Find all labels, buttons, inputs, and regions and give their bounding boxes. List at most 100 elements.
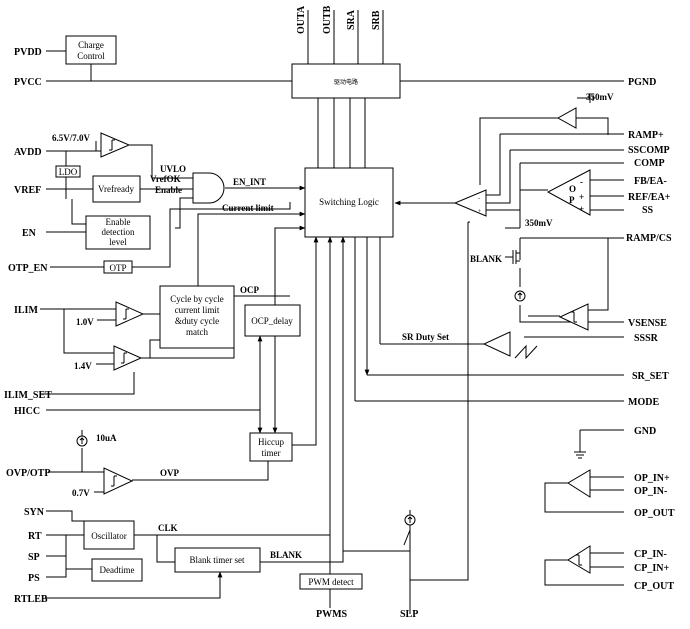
svg-text:VREF: VREF (14, 185, 41, 196)
svg-text:AVDD: AVDD (14, 147, 42, 158)
svg-text:PVCC: PVCC (14, 77, 42, 88)
svg-text:Current limit: Current limit (222, 203, 274, 213)
svg-text:CP_IN+: CP_IN+ (634, 563, 669, 574)
svg-text:GND: GND (634, 426, 656, 437)
svg-text:OTP_EN: OTP_EN (8, 263, 48, 274)
svg-text:level: level (109, 237, 127, 247)
svg-text:BLANK: BLANK (270, 550, 302, 560)
current-source-10ua (76, 430, 88, 447)
driver-block: 驱动电路 (291, 63, 401, 99)
svg-text:SSCOMP: SSCOMP (628, 145, 670, 156)
svg-text:OUTA: OUTA (296, 5, 307, 34)
svg-text:RAMP+: RAMP+ (628, 130, 664, 141)
ovp-comparator (103, 467, 134, 495)
otp-block: OTP (103, 260, 133, 274)
wires (40, 10, 624, 614)
switching-logic-block: Switching Logic (304, 167, 394, 238)
svg-text:OCP: OCP (240, 285, 260, 295)
svg-text:VrefOK: VrefOK (150, 174, 181, 184)
svg-text:OCP_delay: OCP_delay (251, 316, 293, 326)
left-pins: PVDD PVCC AVDD VREF EN OTP_EN ILIM ILIM_… (4, 47, 52, 605)
svg-text:PVDD: PVDD (14, 47, 42, 58)
sr-duty-comparator (482, 331, 538, 360)
svg-text:Charge: Charge (78, 40, 104, 50)
svg-text:Cycle by cycle: Cycle by cycle (170, 294, 223, 304)
svg-text:SR Duty Set: SR Duty Set (402, 332, 449, 342)
svg-text:PWM detect: PWM detect (308, 577, 354, 587)
svg-text:detection: detection (102, 227, 135, 237)
op-amp-aux (567, 469, 591, 498)
top-pins: OUTA OUTB SRA SRB (296, 5, 382, 34)
svg-text:Control: Control (77, 51, 105, 61)
bottom-pins: PWMS SLP (316, 609, 418, 620)
current-source-vsense (514, 290, 526, 302)
svg-text:COMP: COMP (634, 158, 665, 169)
svg-text:CP_OUT: CP_OUT (634, 581, 674, 592)
svg-text:MODE: MODE (628, 397, 659, 408)
ocp-delay-block: OCP_delay (244, 304, 301, 337)
svg-text:OVP: OVP (160, 468, 180, 478)
svg-text:OTP: OTP (109, 263, 126, 273)
svg-text:EN: EN (22, 228, 37, 239)
svg-text:OP_IN-: OP_IN- (634, 486, 667, 497)
svg-text:OP_OUT: OP_OUT (634, 508, 675, 519)
svg-text:10uA: 10uA (96, 433, 117, 443)
svg-text:+: + (579, 204, 584, 214)
svg-text:OVP/OTP: OVP/OTP (6, 468, 50, 479)
svg-text:CP_IN-: CP_IN- (634, 549, 667, 560)
svg-text:-: - (580, 177, 583, 187)
svg-text:UVLO: UVLO (160, 164, 186, 174)
svg-text:VSENSE: VSENSE (628, 318, 667, 329)
svg-text:驱动电路: 驱动电路 (334, 78, 358, 86)
current-source-slp (404, 510, 416, 526)
svg-text:Deadtime: Deadtime (100, 565, 135, 575)
ramp-comparator: - + (453, 189, 487, 217)
svg-text:SP: SP (28, 552, 40, 563)
svg-text:+: + (579, 192, 584, 202)
svg-text:Oscillator: Oscillator (91, 531, 127, 541)
svg-text:SYN: SYN (24, 507, 45, 518)
ilim-comparator-1 (115, 301, 145, 327)
svg-text:RTLEB: RTLEB (14, 594, 48, 605)
svg-text:SRB: SRB (371, 10, 382, 30)
right-pins: PGND RAMP+ SSCOMP COMP FB/EA- REF/EA+ SS… (626, 77, 675, 592)
svg-text:350mV: 350mV (525, 218, 553, 228)
svg-text:HICC: HICC (14, 406, 40, 417)
svg-text:1.4V: 1.4V (74, 361, 92, 371)
svg-text:&duty cycle: &duty cycle (175, 316, 219, 326)
deadtime-block: Deadtime (91, 558, 143, 582)
svg-text:BLANK: BLANK (470, 254, 502, 264)
slp-switch (403, 529, 411, 546)
uvlo-comparator (100, 132, 131, 158)
svg-text:+: + (478, 209, 482, 215)
svg-text:OP_IN+: OP_IN+ (634, 473, 670, 484)
error-amplifier: - O P + + (546, 169, 591, 216)
charge-control-block: Charge Control (65, 35, 117, 65)
svg-text:CLK: CLK (158, 523, 178, 533)
svg-text:RT: RT (28, 531, 42, 542)
svg-text:0.7V: 0.7V (72, 488, 90, 498)
cp-comparator (567, 545, 591, 574)
svg-text:1.0V: 1.0V (76, 317, 94, 327)
and-gate (192, 172, 225, 204)
svg-text:current limit: current limit (175, 305, 220, 315)
svg-text:PGND: PGND (628, 77, 656, 88)
hiccup-timer-block: Hiccup timer (249, 432, 293, 462)
svg-text:6.5V/7.0V: 6.5V/7.0V (52, 133, 91, 143)
ldo-block: LDO (55, 165, 81, 178)
svg-text:LDO: LDO (59, 167, 78, 177)
enable-detection-block: Enable detection level (85, 215, 151, 250)
svg-text:ILIM_SET: ILIM_SET (4, 390, 52, 401)
svg-text:O: O (569, 184, 576, 194)
blank-timer-block: Blank timer set (174, 547, 261, 573)
svg-text:Vrefready: Vrefready (98, 184, 134, 194)
svg-text:PWMS: PWMS (316, 609, 348, 620)
svg-text:350mV: 350mV (586, 92, 614, 102)
blank-switch (505, 250, 520, 264)
vsense-comparator (558, 303, 589, 331)
ilim-comparator-2 (113, 345, 143, 371)
ramp-buffer (556, 107, 577, 129)
svg-text:OUTB: OUTB (322, 5, 333, 34)
svg-text:timer: timer (262, 448, 281, 458)
